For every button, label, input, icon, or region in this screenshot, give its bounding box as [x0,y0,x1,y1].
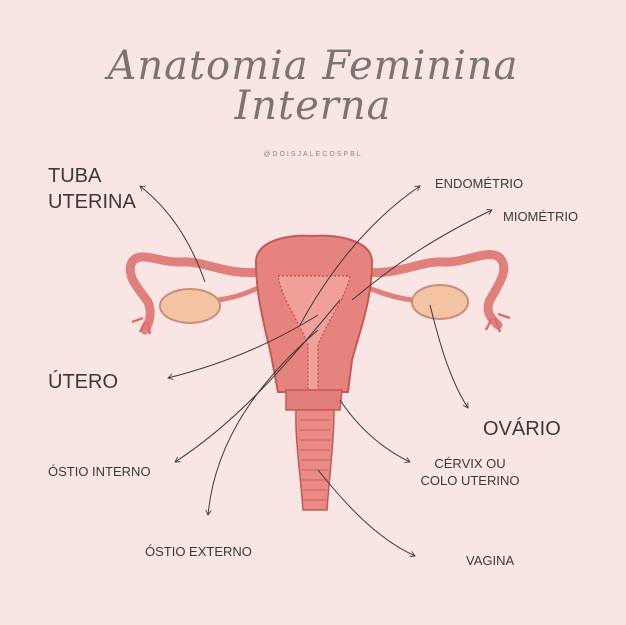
arrow-ostio-interno [174,299,341,463]
label-tuba-uterina: TUBA UTERINA [48,163,136,215]
fimbriae [131,312,511,335]
label-cervix-line1: CÉRVIX OU [434,456,506,471]
vaginal-rugae [300,419,330,501]
fallopian-tubes [125,250,509,335]
arrow-miometrio [351,209,493,301]
label-utero: ÚTERO [48,371,118,393]
arrow-ovario [429,304,469,409]
title-line-1: Anatomia Feminina [107,43,519,89]
title-line-2: Interna [234,83,392,129]
label-ostio-interno: ÓSTIO INTERNO [48,464,151,479]
label-miometrio: MIOMÉTRIO [503,209,579,224]
label-ovario: OVÁRIO [483,418,561,440]
label-endometrio: ENDOMÉTRIO [435,176,524,191]
label-tuba-line2: UTERINA [48,191,136,213]
arrow-utero [167,314,319,380]
right-ovary [411,284,469,320]
arrow-cervix [339,399,411,463]
arrow-tuba [139,185,206,283]
label-cervix: CÉRVIX OU COLO UTERINO [415,455,525,489]
label-cervix-line2: COLO UTERINO [420,473,520,488]
cervix [285,389,343,411]
arrow-endometrio [299,185,421,326]
label-vagina: VAGINA [466,553,515,568]
arrow-vagina [317,469,416,557]
arrow-ostio-externo [205,329,319,516]
label-tuba-line1: TUBA [48,165,102,187]
left-ovary [159,288,221,324]
label-ostio-externo: ÓSTIO EXTERNO [145,544,252,559]
author-handle: @DOISJALECOSPBL [263,151,363,158]
